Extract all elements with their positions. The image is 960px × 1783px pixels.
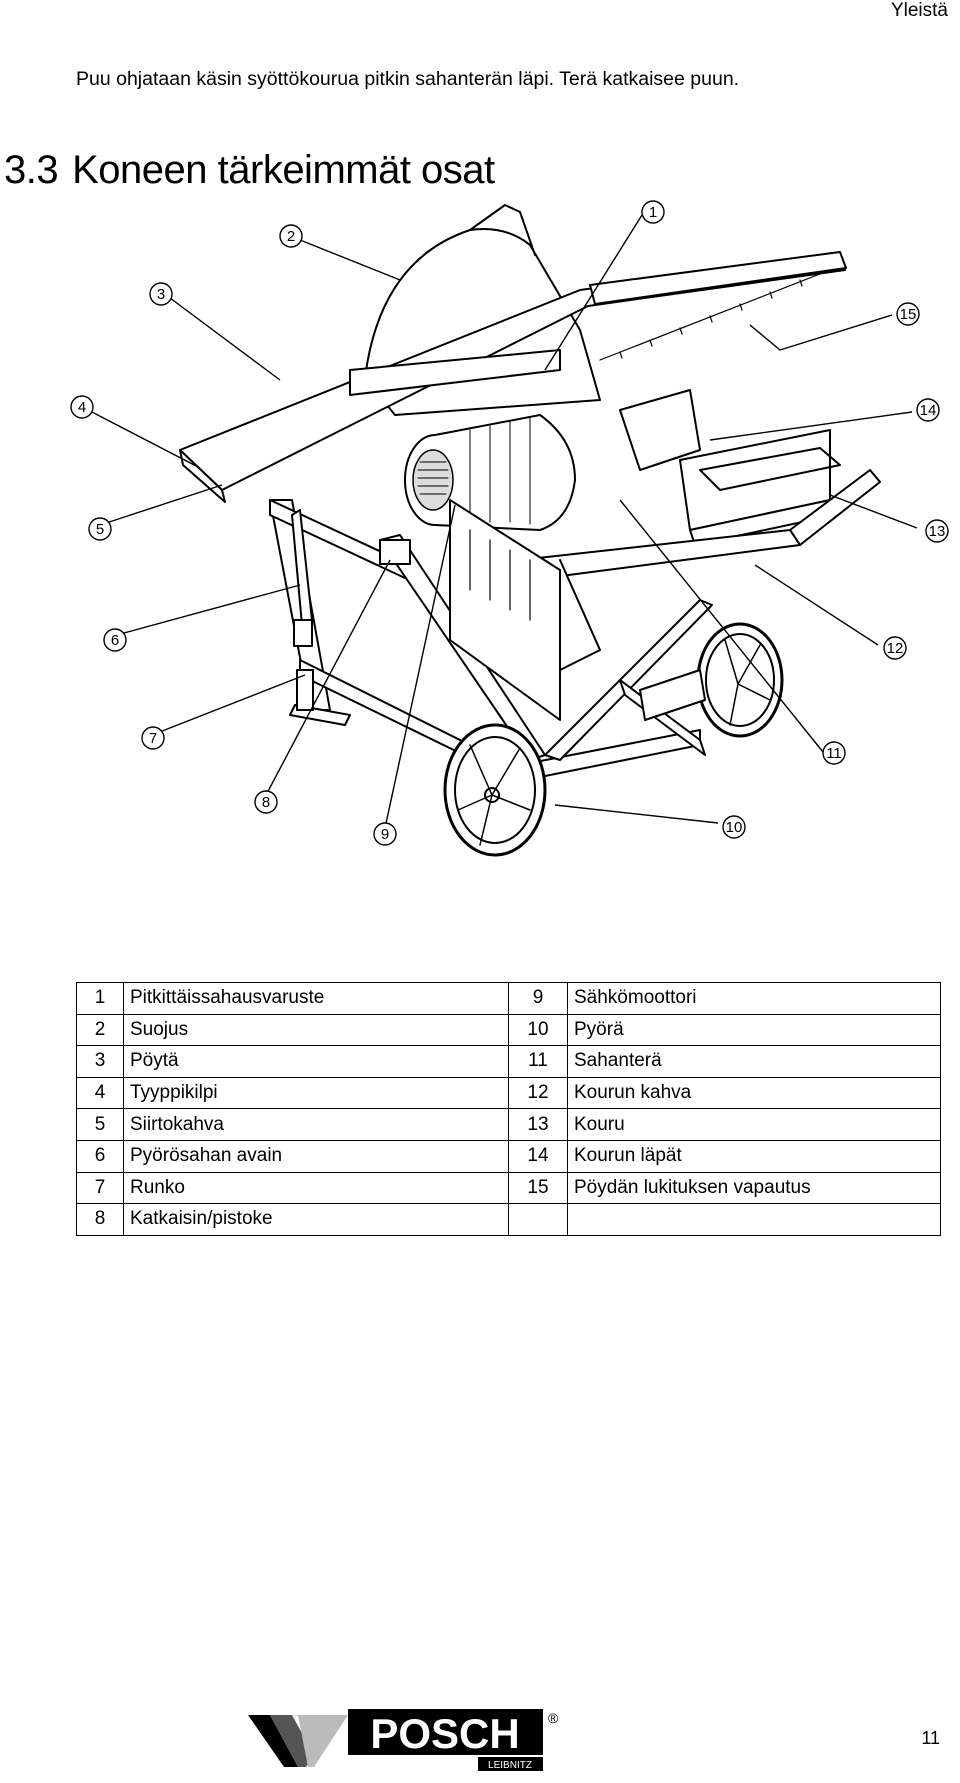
callout-11: 11 <box>822 741 846 765</box>
part-label: Kourun läpät <box>567 1139 941 1173</box>
table-row: 1 Pitkittäissahausvaruste 9 Sähkömoottor… <box>76 982 941 1015</box>
saw-machine-illustration: 1 2 3 4 5 6 7 8 9 10 11 12 13 14 15 <box>70 200 949 857</box>
part-number <box>508 1203 568 1236</box>
part-number: 10 <box>508 1013 568 1047</box>
callout-14: 14 <box>916 398 940 422</box>
part-number: 15 <box>508 1171 568 1205</box>
machine-drawing <box>179 204 881 857</box>
part-number: 3 <box>76 1045 124 1078</box>
logo-wordmark-box <box>348 1709 543 1755</box>
part-label: Suojus <box>123 1013 509 1047</box>
table-row: 6 Pyörösahan avain 14 Kourun läpät <box>76 1139 941 1173</box>
svg-text:9: 9 <box>381 826 389 843</box>
callout-1: 1 <box>641 200 665 224</box>
section-title-text: Koneen tärkeimmät osat <box>72 148 495 192</box>
part-label: Tyyppikilpi <box>123 1076 509 1110</box>
part-label: Kourun kahva <box>567 1076 941 1110</box>
part-label: Siirtokahva <box>123 1108 509 1141</box>
part-label: Sahanterä <box>567 1045 941 1078</box>
table-row: 8 Katkaisin/pistoke <box>76 1203 941 1236</box>
part-number: 12 <box>508 1076 568 1110</box>
callout-10: 10 <box>722 815 746 839</box>
table-row: 5 Siirtokahva 13 Kouru <box>76 1108 941 1141</box>
logo-chevron-icon <box>248 1715 348 1767</box>
page-number: 11 <box>921 1728 940 1748</box>
part-label <box>567 1203 941 1236</box>
logo-subtext-box <box>478 1757 543 1771</box>
svg-text:10: 10 <box>726 819 743 836</box>
callout-9: 9 <box>373 822 397 846</box>
part-label: Pöytä <box>123 1045 509 1078</box>
posch-logo: POSCH LEIBNITZ ® <box>248 1709 559 1771</box>
svg-text:12: 12 <box>887 640 904 657</box>
part-label: Sähkömoottori <box>567 982 941 1015</box>
table-row: 2 Suojus 10 Pyörä <box>76 1013 941 1047</box>
section-title: 3.3 Koneen tärkeimmät osat <box>4 148 495 193</box>
callout-15: 15 <box>896 302 920 326</box>
section-number: 3.3 <box>4 148 59 192</box>
svg-text:3: 3 <box>157 286 165 303</box>
callout-13: 13 <box>925 519 949 543</box>
callout-2: 2 <box>279 224 303 248</box>
svg-text:1: 1 <box>649 204 657 221</box>
part-label: Runko <box>123 1171 509 1205</box>
part-label: Pitkittäissahausvaruste <box>123 982 509 1015</box>
table-row: 7 Runko 15 Pöydän lukituksen vapautus <box>76 1171 941 1205</box>
part-number: 1 <box>76 982 124 1015</box>
part-label: Pyörösahan avain <box>123 1139 509 1173</box>
part-number: 4 <box>76 1076 124 1110</box>
svg-text:4: 4 <box>78 399 86 416</box>
part-number: 5 <box>76 1108 124 1141</box>
part-number: 13 <box>508 1108 568 1141</box>
part-number: 14 <box>508 1139 568 1173</box>
svg-text:8: 8 <box>262 794 270 811</box>
svg-text:15: 15 <box>900 306 917 323</box>
svg-text:14: 14 <box>920 402 937 419</box>
svg-text:7: 7 <box>149 730 157 747</box>
section-header: Yleistä <box>890 0 948 21</box>
callout-5: 5 <box>88 517 112 541</box>
callout-7: 7 <box>141 726 165 750</box>
callout-8: 8 <box>254 790 278 814</box>
intro-paragraph: Puu ohjataan käsin syöttökourua pitkin s… <box>76 68 740 90</box>
part-number: 6 <box>76 1139 124 1173</box>
part-label: Kouru <box>567 1108 941 1141</box>
table-row: 4 Tyyppikilpi 12 Kourun kahva <box>76 1076 941 1110</box>
part-number: 2 <box>76 1013 124 1047</box>
part-number: 7 <box>76 1171 124 1205</box>
parts-table: 1 Pitkittäissahausvaruste 9 Sähkömoottor… <box>76 982 941 1236</box>
svg-text:13: 13 <box>929 523 946 540</box>
part-number: 9 <box>508 982 568 1015</box>
part-label: Katkaisin/pistoke <box>123 1203 509 1236</box>
logo-wordmark: POSCH <box>370 1710 519 1757</box>
callout-12: 12 <box>883 636 907 660</box>
logo-subtext: LEIBNITZ <box>488 1760 532 1771</box>
callout-4: 4 <box>70 395 94 419</box>
callout-3: 3 <box>149 282 173 306</box>
callout-group: 1 2 3 4 5 6 7 8 9 10 11 12 13 14 15 <box>70 200 949 846</box>
part-number: 8 <box>76 1203 124 1236</box>
callout-6: 6 <box>103 628 127 652</box>
table-row: 3 Pöytä 11 Sahanterä <box>76 1045 941 1078</box>
svg-text:2: 2 <box>287 228 295 245</box>
part-number: 11 <box>508 1045 568 1078</box>
leader-lines <box>87 214 918 829</box>
svg-text:5: 5 <box>96 521 104 538</box>
logo-registered-mark: ® <box>548 1710 559 1726</box>
svg-text:11: 11 <box>826 745 842 762</box>
part-label: Pöydän lukituksen vapautus <box>567 1171 941 1205</box>
svg-text:6: 6 <box>111 632 119 649</box>
part-label: Pyörä <box>567 1013 941 1047</box>
